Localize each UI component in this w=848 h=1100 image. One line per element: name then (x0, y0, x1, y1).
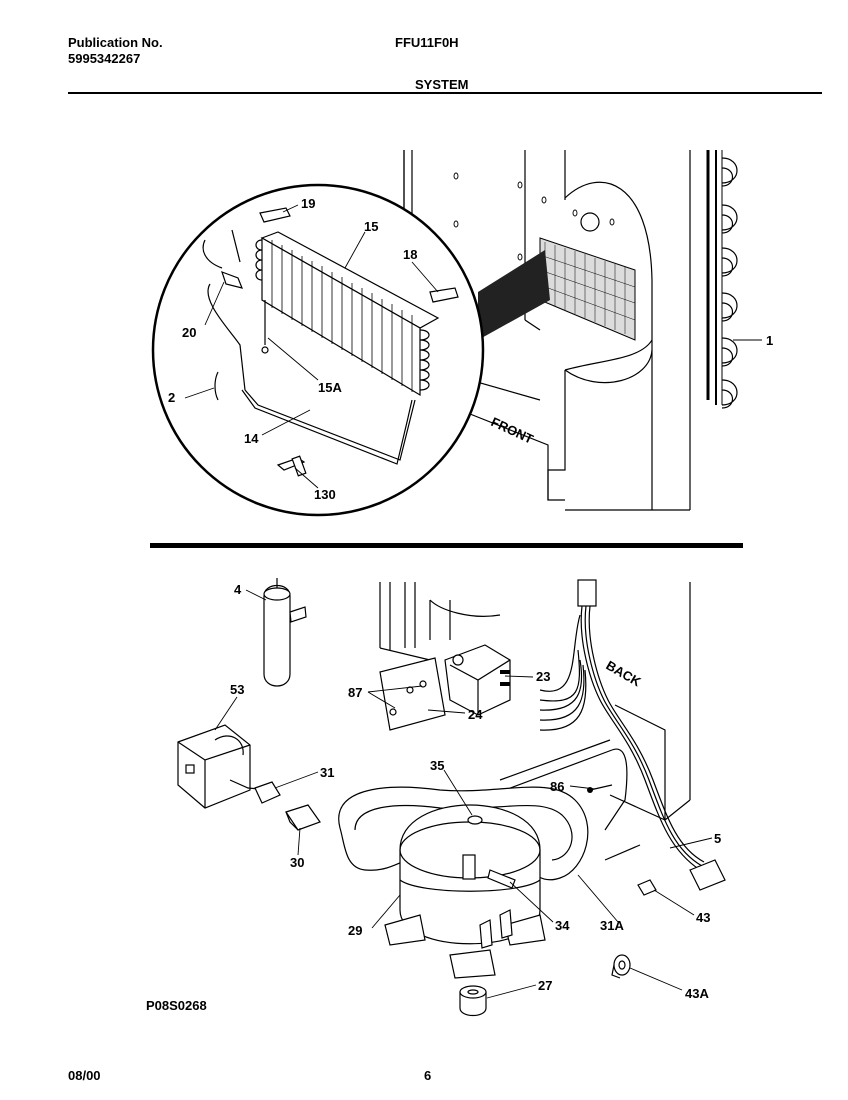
footer-date: 08/00 (68, 1068, 101, 1083)
callout-24: 24 (468, 707, 483, 722)
callout-15a: 15A (318, 380, 342, 395)
header-rule (68, 92, 822, 94)
callout-5: 5 (714, 831, 721, 846)
clamp-43a (611, 954, 631, 979)
cabinet-outline (403, 150, 691, 511)
front-label: FRONT (489, 414, 536, 447)
callout-1: 1 (766, 333, 773, 348)
filter-drier (263, 578, 307, 687)
evaporator-mesh (478, 237, 636, 341)
callout-23: 23 (536, 669, 550, 684)
publication-number: 5995342267 (68, 51, 141, 66)
section-divider (150, 543, 743, 548)
callout-130: 130 (314, 487, 336, 502)
publication-label: Publication No. (68, 35, 163, 50)
callout-35: 35 (430, 758, 444, 773)
callout-15: 15 (364, 219, 378, 234)
clip-43 (637, 879, 657, 896)
callout-19: 19 (301, 196, 315, 211)
timer-bracket (379, 644, 511, 731)
screw-86 (587, 784, 613, 793)
callout-31a: 31A (600, 918, 624, 933)
callout-2: 2 (168, 390, 175, 405)
page-number: 6 (424, 1068, 432, 1083)
leader-lines-bottom (214, 589, 713, 999)
condenser-coil (706, 150, 738, 409)
evaporator-detail (202, 207, 459, 477)
back-label: BACK (604, 658, 645, 690)
callout-53: 53 (230, 682, 244, 697)
leader-lines-top (184, 204, 762, 489)
relay-overload (177, 724, 271, 809)
connectors (254, 781, 321, 831)
callout-87: 87 (348, 685, 362, 700)
wiring-harness (539, 579, 726, 891)
model-number: FFU11F0H (395, 35, 459, 50)
callout-86: 86 (550, 779, 564, 794)
callout-29: 29 (348, 923, 362, 938)
callout-14: 14 (244, 431, 259, 446)
section-title: SYSTEM (415, 77, 469, 92)
callout-34: 34 (555, 918, 570, 933)
callout-20: 20 (182, 325, 196, 340)
callout-18: 18 (403, 247, 417, 262)
callout-31: 31 (320, 765, 334, 780)
callout-43: 43 (696, 910, 710, 925)
callout-27: 27 (538, 978, 552, 993)
cabinet-back-outline (379, 582, 691, 822)
callout-4: 4 (234, 582, 242, 597)
callout-43a: 43A (685, 986, 709, 1001)
drawing-id: P08S0268 (146, 998, 207, 1013)
compressor (384, 804, 546, 979)
callout-30: 30 (290, 855, 304, 870)
detail-magnifier (151, 183, 485, 517)
grommet (459, 985, 487, 1017)
